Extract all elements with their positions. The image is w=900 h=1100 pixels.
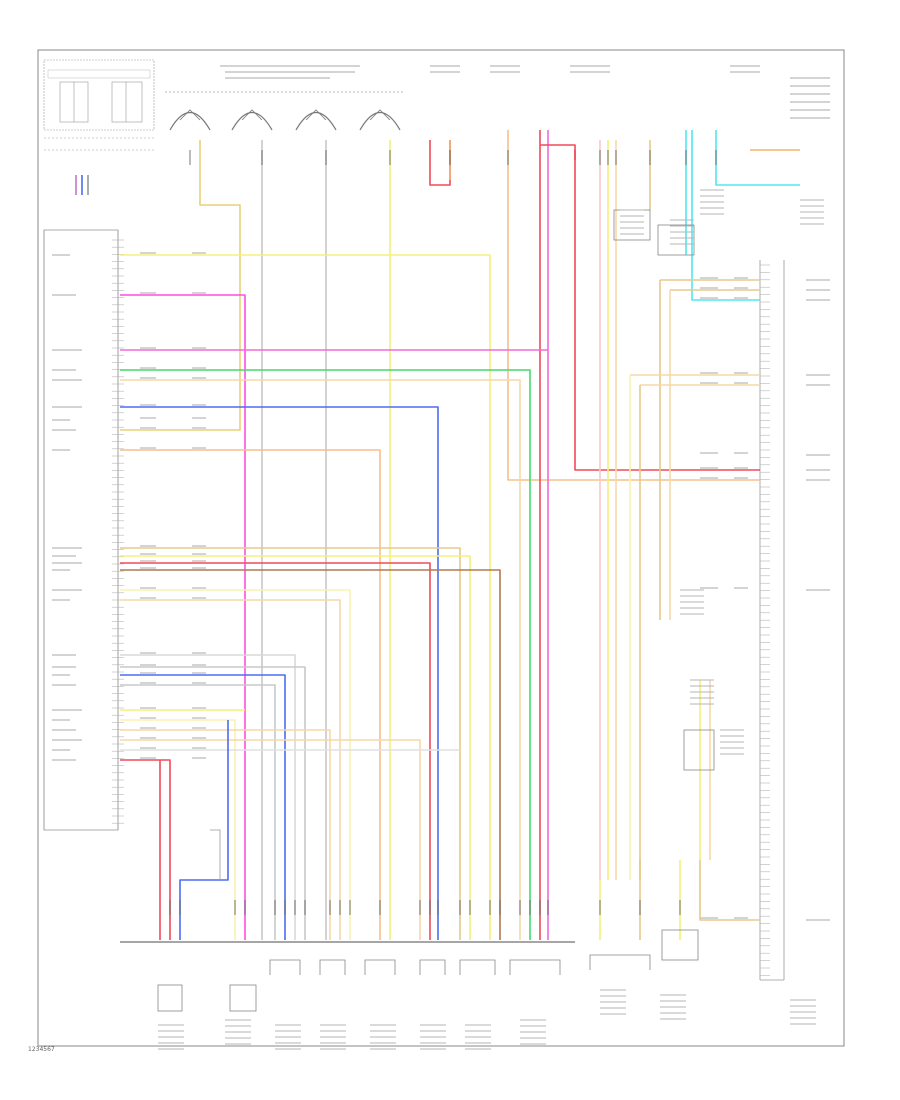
component-labels bbox=[158, 189, 824, 1050]
pcm-connector bbox=[43, 229, 119, 831]
solenoid-coils bbox=[165, 91, 405, 131]
wires bbox=[120, 130, 800, 940]
fuse-block bbox=[43, 59, 155, 151]
ground-connector bbox=[75, 175, 89, 195]
pcm-pin-labels bbox=[52, 252, 206, 761]
right-pin-ticks bbox=[760, 264, 770, 976]
bottom-components bbox=[120, 209, 715, 1012]
top-labels bbox=[220, 65, 830, 119]
right-pin-labels bbox=[700, 277, 830, 921]
connector-stubs bbox=[169, 150, 717, 915]
diagram-frame bbox=[37, 49, 845, 1047]
pcm-pin-ticks bbox=[112, 239, 124, 824]
footer-code: 1234567 bbox=[28, 1046, 55, 1053]
